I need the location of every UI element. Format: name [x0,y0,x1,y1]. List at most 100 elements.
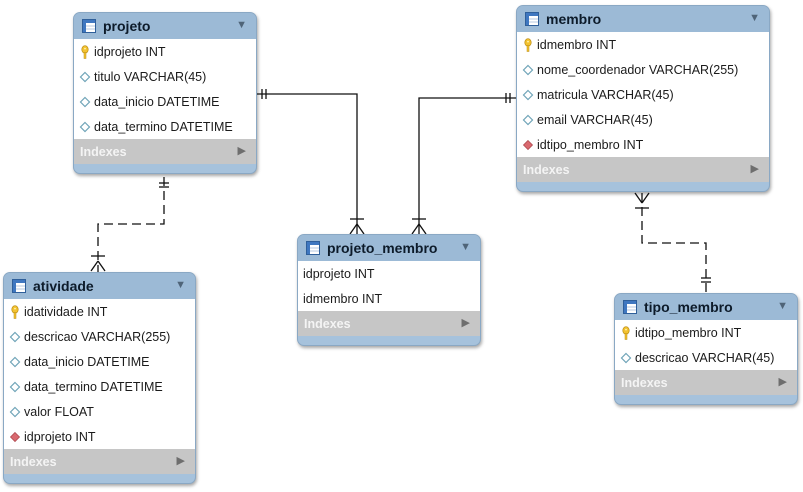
table-title: tipo_membro [644,299,733,315]
column-text: idprojeto INT [24,429,96,444]
column-row[interactable]: nome_coordenador VARCHAR(255) [517,57,769,82]
column-text: data_inicio DATETIME [94,94,220,109]
diamond-icon [620,351,632,365]
diamond-icon [79,70,91,84]
table-header[interactable]: atividade ▼ [4,273,195,299]
diamond-icon [522,113,534,127]
expand-arrow-icon[interactable]: ▶ [237,145,246,157]
column-row[interactable]: idtipo_membro INT [517,132,769,157]
table-title: projeto [103,18,151,34]
column-list: idtipo_membro INT descricao VARCHAR(45) [615,320,797,370]
relationship-membro-projeto-membro[interactable] [411,93,517,235]
diamond-icon [9,380,21,394]
collapse-arrow-icon[interactable]: ▼ [460,241,471,253]
expand-arrow-icon[interactable]: ▶ [750,163,759,175]
column-row[interactable]: matricula VARCHAR(45) [517,82,769,107]
column-list: idmembro INT nome_coordenador VARCHAR(255… [517,32,769,157]
diamond-icon [522,63,534,77]
column-row[interactable]: valor FLOAT [4,399,195,424]
column-text: data_termino DATETIME [94,119,233,134]
diamond-icon [9,330,21,344]
column-row[interactable]: descricao VARCHAR(255) [4,324,195,349]
collapse-arrow-icon[interactable]: ▼ [749,12,760,24]
collapse-arrow-icon[interactable]: ▼ [175,279,186,291]
column-text: descricao VARCHAR(45) [635,350,775,365]
column-text: idprojeto INT [94,44,166,59]
table-tipo-membro[interactable]: tipo_membro ▼ idtipo_membro INT descricao… [614,293,798,405]
fk-diamond-icon [9,430,21,444]
column-row[interactable]: data_termino DATETIME [74,114,256,139]
column-text: data_inicio DATETIME [24,354,150,369]
indexes-section[interactable]: Indexes ▶ [517,157,769,182]
relationship-projeto-projeto-membro[interactable] [256,89,365,235]
table-atividade[interactable]: atividade ▼ idatividade INT descricao VAR… [3,272,196,484]
column-row[interactable]: data_termino DATETIME [4,374,195,399]
key-icon [620,325,632,340]
key-icon [9,304,21,319]
table-header[interactable]: projeto ▼ [74,13,256,39]
column-row[interactable]: titulo VARCHAR(45) [74,64,256,89]
column-row[interactable]: descricao VARCHAR(45) [615,345,797,370]
indexes-section[interactable]: Indexes ▶ [4,449,195,474]
expand-arrow-icon[interactable]: ▶ [778,376,787,388]
column-text: idmembro INT [303,291,383,306]
collapse-arrow-icon[interactable]: ▼ [777,300,788,312]
indexes-label: Indexes [10,454,57,469]
column-list: idprojeto INT titulo VARCHAR(45) data_inic… [74,39,256,139]
table-title: atividade [33,278,94,294]
expand-arrow-icon[interactable]: ▶ [461,317,470,329]
diamond-icon [9,355,21,369]
column-text: idmembro INT [537,37,617,52]
collapse-arrow-icon[interactable]: ▼ [236,19,247,31]
column-text: nome_coordenador VARCHAR(255) [537,62,739,77]
column-row[interactable]: idmembro INT [298,286,480,311]
indexes-label: Indexes [621,375,668,390]
column-text: idprojeto INT [303,266,375,281]
column-row[interactable]: email VARCHAR(45) [517,107,769,132]
column-list: idatividade INT descricao VARCHAR(255) dat… [4,299,195,449]
column-row[interactable]: idatividade INT [4,299,195,324]
column-text: idtipo_membro INT [537,137,644,152]
table-header[interactable]: tipo_membro ▼ [615,294,797,320]
column-row[interactable]: data_inicio DATETIME [74,89,256,114]
table-icon [82,19,96,33]
column-text: valor FLOAT [24,404,94,419]
table-title: membro [546,11,602,27]
indexes-label: Indexes [80,144,127,159]
column-row[interactable]: idprojeto INT [74,39,256,64]
column-row[interactable]: data_inicio DATETIME [4,349,195,374]
column-text: descricao VARCHAR(255) [24,329,171,344]
diamond-icon [522,88,534,102]
column-text: email VARCHAR(45) [537,112,653,127]
column-text: titulo VARCHAR(45) [94,69,207,84]
diamond-icon [9,405,21,419]
column-row[interactable]: idtipo_membro INT [615,320,797,345]
table-icon [525,12,539,26]
fk-diamond-icon [522,138,534,152]
indexes-label: Indexes [304,316,351,331]
relationship-tipo-membro-membro[interactable] [634,192,711,292]
column-row[interactable]: idprojeto INT [298,261,480,286]
column-row[interactable]: idmembro INT [517,32,769,57]
diamond-icon [79,120,91,134]
relationship-projeto-atividade[interactable] [90,177,169,272]
table-projeto-membro[interactable]: projeto_membro ▼ idprojeto INT idmembro I… [297,234,481,346]
column-row[interactable]: idprojeto INT [4,424,195,449]
table-icon [12,279,26,293]
table-projeto[interactable]: projeto ▼ idprojeto INT titulo VARCHAR(45… [73,12,257,174]
diamond-icon [79,95,91,109]
table-header[interactable]: membro ▼ [517,6,769,32]
column-text: matricula VARCHAR(45) [537,87,674,102]
indexes-section[interactable]: Indexes ▶ [74,139,256,164]
indexes-label: Indexes [523,162,570,177]
expand-arrow-icon[interactable]: ▶ [176,455,185,467]
table-membro[interactable]: membro ▼ idmembro INT nome_coordenador VA… [516,5,770,192]
column-text: idtipo_membro INT [635,325,742,340]
table-header[interactable]: projeto_membro ▼ [298,235,480,261]
indexes-section[interactable]: Indexes ▶ [615,370,797,395]
indexes-section[interactable]: Indexes ▶ [298,311,480,336]
table-icon [306,241,320,255]
column-list: idprojeto INT idmembro INT [298,261,480,311]
key-icon [79,44,91,59]
